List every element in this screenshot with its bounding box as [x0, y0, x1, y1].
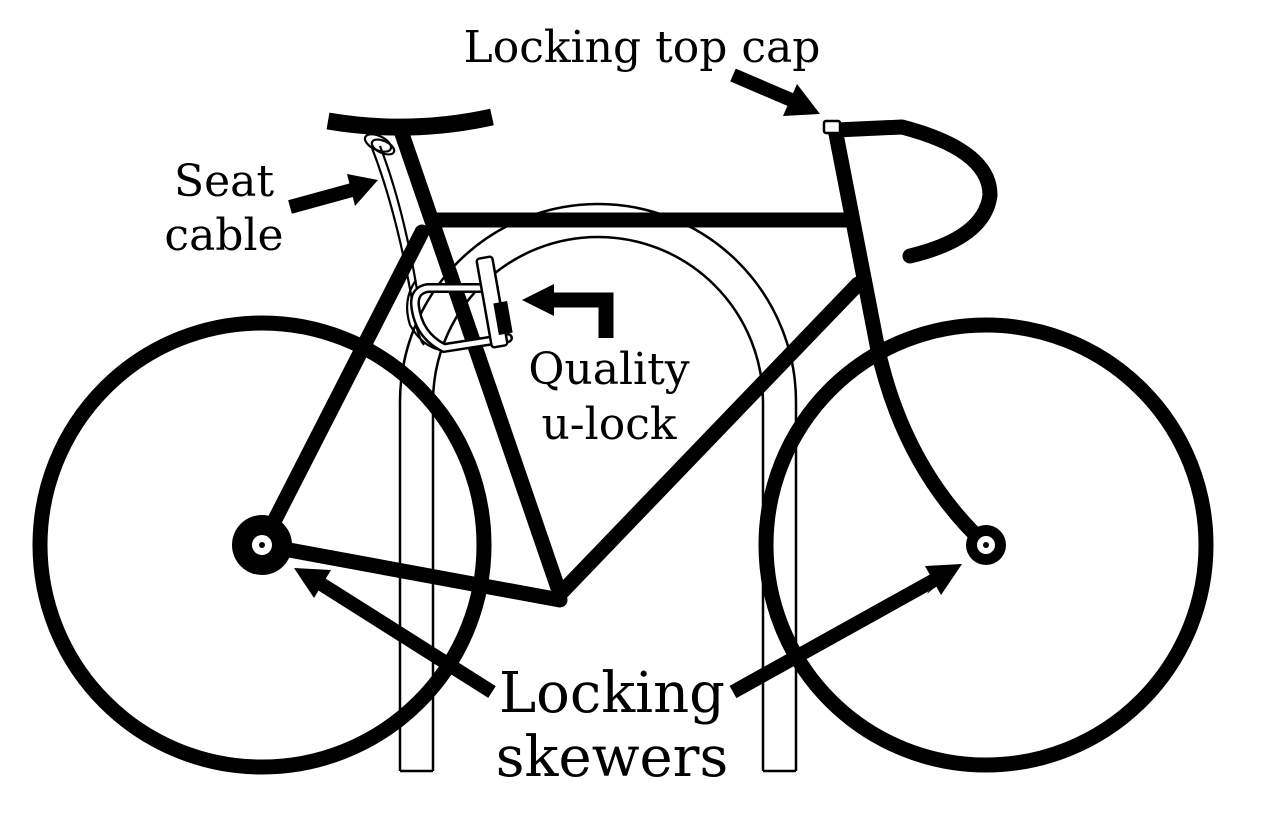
front-wheel	[758, 317, 1214, 773]
label-locking-skewers-line1: Locking	[499, 661, 725, 726]
label-seat-cable-line1: Seat	[174, 156, 274, 207]
u-lock-cylinder	[493, 301, 513, 335]
head-tube-and-fork	[828, 126, 994, 553]
rear-skewer-arrow	[314, 576, 496, 698]
u-lock-arrow	[550, 292, 614, 338]
seat-stay	[254, 224, 430, 553]
front-skewer-arrowhead-fill	[925, 564, 962, 595]
label-quality-u-lock-line2: u-lock	[541, 399, 676, 450]
label-locking-skewers-line2: skewers	[496, 725, 728, 790]
top-cap-arrow	[730, 68, 799, 109]
top-cap-arrowhead	[783, 84, 820, 116]
saddle	[326, 108, 494, 136]
rear-wheel	[32, 315, 492, 775]
seat-tube	[392, 120, 568, 602]
front-hub-skewer	[966, 525, 1006, 565]
bike-frame	[254, 119, 998, 608]
bike-rack-inner	[431, 235, 765, 771]
locking-top-cap	[822, 119, 842, 135]
down-tube	[552, 276, 866, 602]
handlebar	[828, 119, 998, 264]
chain-stay	[254, 537, 568, 608]
label-seat-cable-line2: cable	[164, 210, 283, 261]
front-skewer-arrow	[729, 571, 942, 699]
seat-cable-arrowhead	[347, 174, 378, 206]
label-quality-u-lock-line1: Quality	[528, 344, 689, 395]
rear-hub-skewer	[232, 515, 292, 575]
u-lock-arrowhead	[522, 284, 554, 316]
label-locking-top-cap: Locking top cap	[464, 22, 821, 73]
arrows	[288, 68, 962, 699]
rear-skewer-arrowhead	[294, 568, 331, 598]
seat-cable	[363, 133, 497, 352]
u-lock	[409, 255, 513, 354]
seat-cable-arrow	[288, 183, 354, 214]
